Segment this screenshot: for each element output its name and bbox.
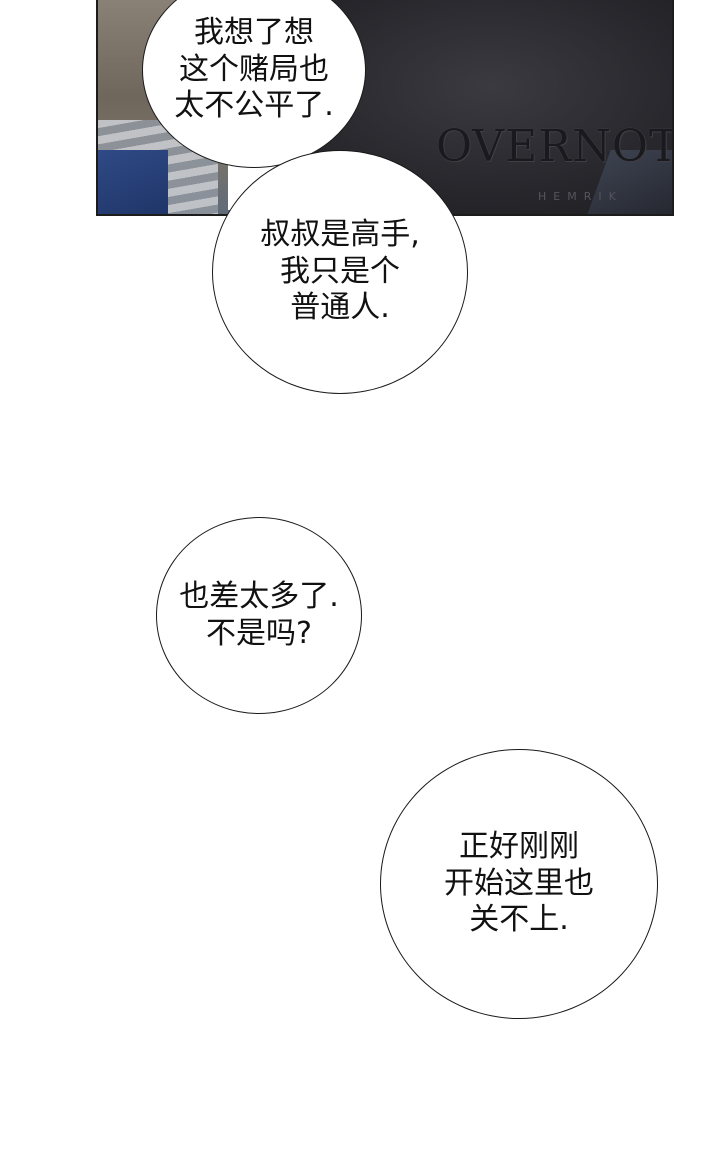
bubble-2-line-2: 我只是个 — [280, 253, 400, 289]
bubble-4-line-3: 关不上. — [469, 902, 569, 938]
bubble-1-line-3: 太不公平了. — [174, 88, 334, 124]
bubble-4-line-2: 开始这里也 — [444, 865, 594, 901]
bubble-3-line-2: 不是吗? — [206, 615, 312, 651]
panel-blue-fabric — [98, 150, 168, 214]
shirt-print-subtext: HEMRIK — [538, 190, 623, 203]
bubble-4-line-1: 正好刚刚 — [459, 829, 579, 865]
bubble-1-line-1: 我想了想 — [194, 15, 314, 51]
bubble-3-line-1: 也差太多了. — [179, 578, 339, 614]
bubble-2-line-1: 叔叔是高手, — [260, 217, 420, 253]
speech-bubble-1: 我想了想 这个赌局也 太不公平了. — [142, 0, 366, 168]
bubble-1-line-2: 这个赌局也 — [179, 51, 329, 87]
bubble-2-line-3: 普通人. — [290, 290, 390, 326]
shirt-print-text: OVERNOT® — [436, 121, 674, 172]
speech-bubble-4: 正好刚刚 开始这里也 关不上. — [380, 749, 658, 1019]
speech-bubble-2: 叔叔是高手, 我只是个 普通人. — [212, 150, 468, 394]
speech-bubble-3: 也差太多了. 不是吗? — [156, 517, 362, 714]
